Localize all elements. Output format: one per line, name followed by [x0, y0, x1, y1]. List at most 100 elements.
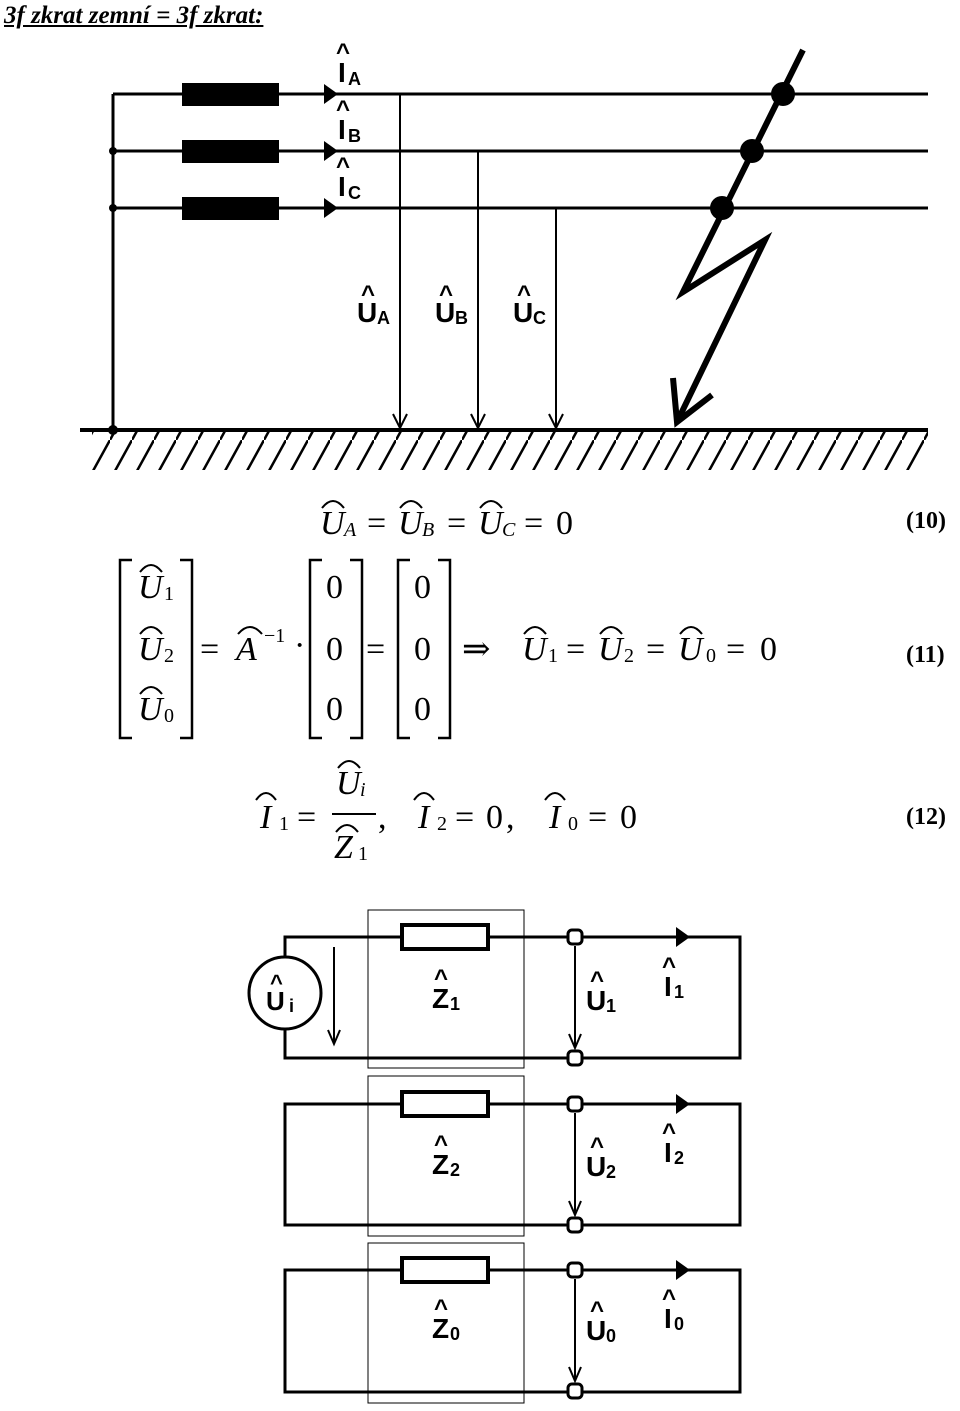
svg-text:A: A	[234, 631, 257, 668]
svg-text:C: C	[533, 308, 546, 328]
zero-sequence-box	[367, 1242, 525, 1404]
svg-text:2: 2	[164, 645, 174, 667]
svg-text:i: i	[360, 779, 366, 801]
equation-12: I 1 = U i Z 1 , I 2 = 0 , I 0 = 0 (12)	[255, 760, 946, 866]
svg-text:=: =	[566, 631, 585, 668]
current-arrow-a	[324, 84, 338, 104]
svg-text:^: ^	[336, 39, 350, 66]
svg-text:^: ^	[336, 153, 350, 180]
negative-sequence-box	[367, 1075, 525, 1237]
fault-point-a	[771, 82, 795, 106]
svg-text:Z: Z	[334, 829, 354, 866]
svg-text:^: ^	[662, 1119, 676, 1146]
svg-text:U: U	[586, 1151, 606, 1182]
svg-text:=: =	[200, 631, 219, 668]
equations: U A = U B = U C = 0 (10) U 1 U 2 U 0 = A…	[118, 500, 946, 866]
positive-sequence-box	[367, 909, 525, 1069]
equation-10: U A = U B = U C = 0 (10)	[320, 500, 946, 542]
svg-text:I: I	[338, 171, 346, 202]
svg-text:U: U	[398, 505, 425, 542]
svg-text:U: U	[320, 505, 347, 542]
svg-text:0: 0	[164, 705, 174, 727]
svg-text:2: 2	[437, 813, 447, 835]
impedance-z2	[400, 1090, 490, 1118]
svg-text:U: U	[138, 569, 165, 606]
svg-text:I: I	[664, 1303, 672, 1334]
svg-text:U: U	[266, 986, 285, 1016]
svg-text:−1: −1	[264, 625, 285, 647]
impedance-z1	[400, 923, 490, 951]
svg-text:U: U	[138, 691, 165, 728]
svg-text:i: i	[289, 996, 294, 1016]
svg-text:I: I	[664, 971, 672, 1002]
svg-text:0: 0	[568, 813, 578, 835]
svg-text:B: B	[348, 126, 361, 146]
svg-text:1: 1	[606, 996, 616, 1016]
voltage-arrow-c	[548, 208, 564, 431]
svg-text:2: 2	[674, 1148, 684, 1168]
svg-text:I: I	[338, 57, 346, 88]
svg-text:0: 0	[556, 505, 573, 542]
equation-11: U 1 U 2 U 0 = A −1 · 0 0 0 = 0 0 0 ⇒ U 1…	[118, 558, 945, 740]
svg-text:0: 0	[760, 631, 777, 668]
terminal-1-top	[566, 928, 584, 946]
voltage-arrow-a	[392, 94, 408, 431]
current-arrow-b	[324, 141, 338, 161]
impedance-a	[182, 83, 279, 106]
svg-text:^: ^	[662, 953, 676, 980]
svg-text:^: ^	[336, 96, 350, 123]
current-label-a: I ^ A	[336, 39, 361, 89]
svg-text:=: =	[297, 799, 316, 836]
svg-text:1: 1	[164, 583, 174, 605]
svg-text:I: I	[417, 799, 431, 836]
voltage-label-c: U ^ C	[513, 281, 546, 328]
svg-text:0: 0	[620, 799, 637, 836]
svg-text:=: =	[455, 799, 474, 836]
sequence-circuits: U ^ i Z ^ 1 U ^ 1 I ^ 1 Z ^ 2 U	[247, 909, 742, 1404]
current-arrow-c	[324, 198, 338, 218]
svg-text:=: =	[726, 631, 745, 668]
svg-text:0: 0	[486, 799, 503, 836]
svg-text:I: I	[664, 1137, 672, 1168]
svg-text:U: U	[586, 985, 606, 1016]
svg-text:1: 1	[548, 645, 558, 667]
svg-text:U: U	[138, 631, 165, 668]
voltage-arrow-b	[470, 151, 486, 431]
svg-text:Z: Z	[432, 1149, 449, 1180]
svg-text:=: =	[447, 505, 466, 542]
current-label-b: I ^ B	[336, 96, 361, 146]
svg-text:0: 0	[326, 691, 343, 728]
voltage-label-a: U ^ A	[357, 281, 390, 328]
svg-text:1: 1	[279, 813, 289, 835]
svg-text:Z: Z	[432, 1313, 449, 1344]
svg-text:0: 0	[606, 1326, 616, 1346]
terminal-0-top	[566, 1261, 584, 1279]
negative-sequence-circuit: Z ^ 2 U ^ 2 I ^ 2	[283, 1075, 742, 1237]
zero-sequence-circuit: Z ^ 0 U ^ 0 I ^ 0	[283, 1242, 742, 1404]
svg-text:=: =	[366, 631, 385, 668]
svg-text:U: U	[336, 765, 363, 802]
fault-point-c	[710, 196, 734, 220]
voltage-source	[247, 955, 323, 1031]
svg-text:·: ·	[294, 627, 305, 664]
impedance-b	[182, 140, 279, 163]
svg-text:0: 0	[414, 569, 431, 606]
svg-text:0: 0	[450, 1324, 460, 1344]
svg-text:U: U	[357, 297, 377, 328]
svg-text:A: A	[348, 69, 361, 89]
svg-text:U: U	[522, 631, 549, 668]
page-title: 3f zkrat zemní = 3f zkrat:	[4, 2, 264, 29]
svg-text:⇒: ⇒	[462, 631, 491, 668]
svg-text:=: =	[646, 631, 665, 668]
svg-text:0: 0	[326, 569, 343, 606]
svg-text:1: 1	[450, 994, 460, 1014]
svg-text:0: 0	[326, 631, 343, 668]
ground-hatch	[92, 432, 928, 470]
impedance-c	[182, 197, 279, 220]
svg-text:=: =	[367, 505, 386, 542]
svg-text:(10): (10)	[906, 508, 946, 534]
svg-text:^: ^	[361, 281, 375, 308]
svg-text:B: B	[455, 308, 468, 328]
svg-text:C: C	[348, 183, 361, 203]
svg-text:A: A	[377, 308, 390, 328]
